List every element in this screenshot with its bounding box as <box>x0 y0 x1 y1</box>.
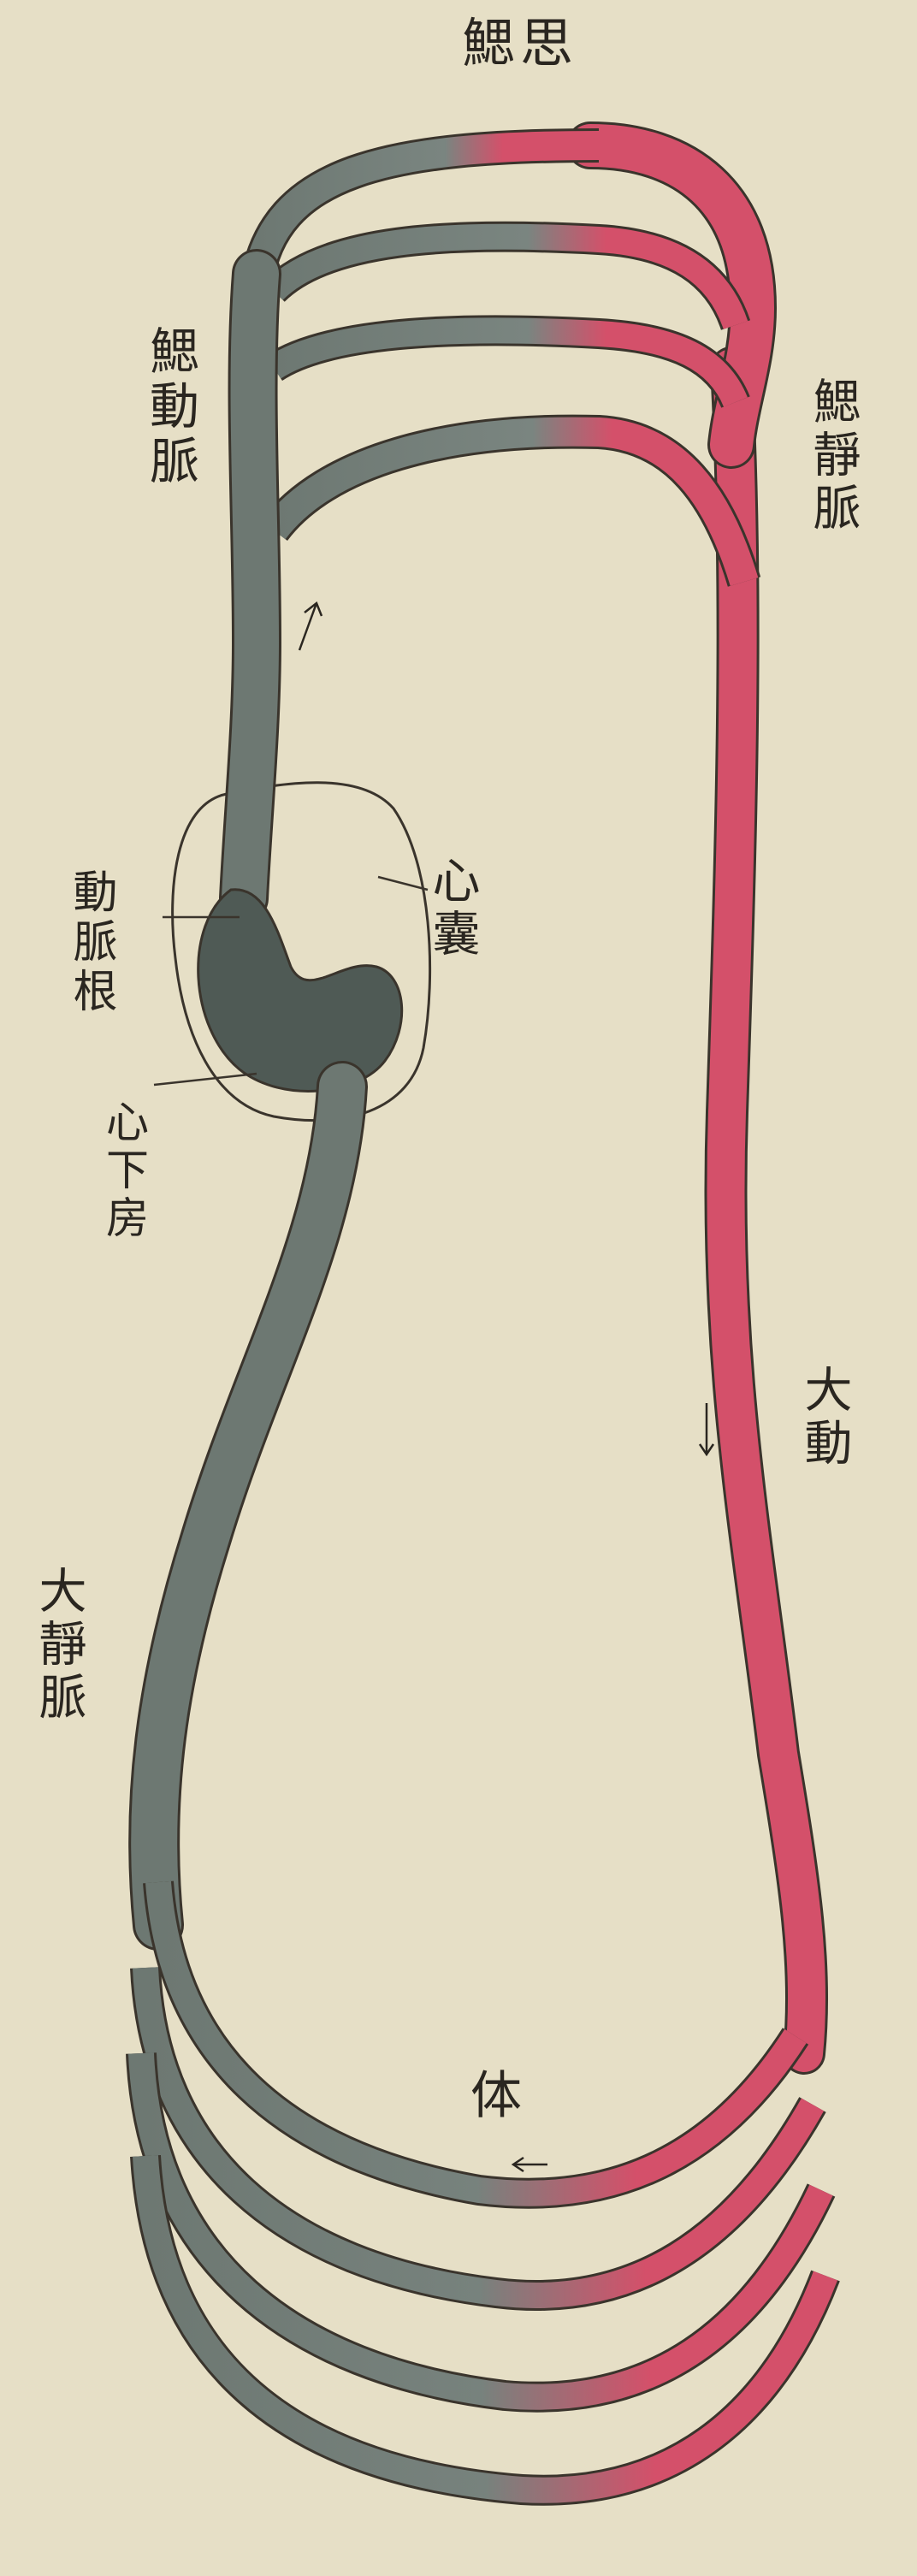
left-arrow <box>513 2158 547 2171</box>
dorsal-aorta-label: 大動 <box>800 1365 848 1471</box>
gill-label: 鰓思 <box>462 17 578 70</box>
atrium-leader <box>154 1074 257 1085</box>
gill-artery-label: 鰓動脈 <box>145 325 195 489</box>
gill-vein-label: 鰓靜脈 <box>808 376 856 536</box>
heart-bulb <box>198 890 402 1092</box>
great-vein-label: 大靜脈 <box>34 1566 82 1725</box>
ventricle-atrium-label: 心下房 <box>103 1099 145 1243</box>
down-arrow <box>700 1403 713 1454</box>
gill-arches <box>257 145 744 582</box>
body-vessel-loops <box>141 1882 825 2490</box>
body-label: 体 <box>470 2070 527 2122</box>
pericardium-label: 心囊 <box>428 856 476 962</box>
up-arrow <box>299 603 322 650</box>
aortic-root-label: 動脈根 <box>68 868 113 1017</box>
